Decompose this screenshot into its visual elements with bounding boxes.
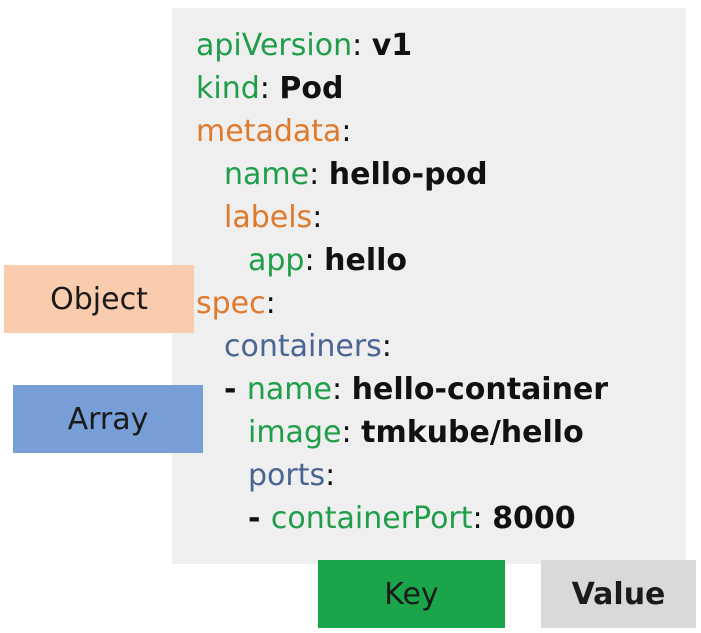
object-legend-label: Object [4,265,194,333]
yaml-key: name [246,372,332,407]
yaml-line: containers: [224,327,392,367]
yaml-value: v1 [371,28,413,63]
yaml-separator: : [352,28,363,63]
array-legend-label: Array [13,385,203,453]
yaml-key: apiVersion [196,28,353,63]
yaml-value: tmkube/hello [361,415,584,450]
yaml-separator: : [312,200,323,235]
yaml-value: 8000 [492,501,576,536]
yaml-key: app [248,243,305,278]
yaml-line: apiVersion: v1 [196,26,412,66]
yaml-separator: : [265,286,276,321]
yaml-line: kind: Pod [196,69,344,109]
yaml-separator: : [259,71,270,106]
yaml-separator: : [309,157,320,192]
yaml-key: spec [196,286,266,321]
yaml-separator: : [331,372,343,407]
yaml-line: metadata: [196,112,352,152]
yaml-value: hello [324,243,408,278]
yaml-key: metadata [196,114,342,149]
yaml-line: - name: hello-container [224,370,608,410]
yaml-line: spec: [196,284,276,324]
yaml-array-dash: - [248,501,271,536]
yaml-separator: : [381,329,392,364]
key-legend-label: Key [318,560,505,628]
yaml-value: Pod [279,71,344,106]
value-legend-label: Value [541,560,696,628]
yaml-separator: : [341,415,352,450]
yaml-key: name [224,157,310,192]
yaml-separator: : [341,114,352,149]
yaml-line: - containerPort: 8000 [248,499,576,539]
yaml-key: kind [196,71,260,106]
yaml-key: ports [248,458,326,493]
yaml-line: image: tmkube/hello [248,413,584,453]
yaml-array-dash: - [224,372,247,407]
yaml-key: containerPort [270,501,473,536]
yaml-line: name: hello-pod [224,155,488,195]
yaml-key: image [248,415,342,450]
yaml-separator: : [472,501,483,536]
yaml-key: containers [224,329,382,364]
yaml-value: hello-container [351,372,609,407]
yaml-separator: : [325,458,336,493]
yaml-line: ports: [248,456,335,496]
yaml-key: labels [224,200,313,235]
yaml-line: app: hello [248,241,407,281]
yaml-separator: : [304,243,315,278]
yaml-line: labels: [224,198,322,238]
yaml-value: hello-pod [328,157,488,192]
